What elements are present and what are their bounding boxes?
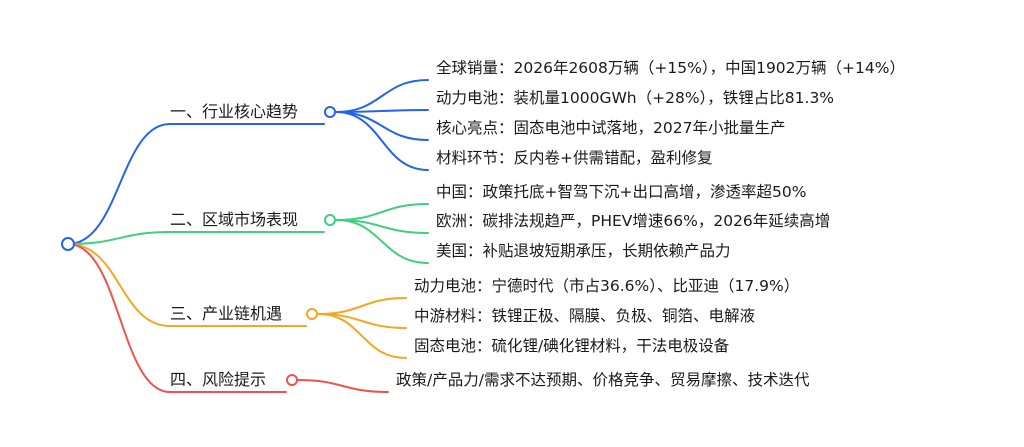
branch-to-leaf-connector — [335, 79, 429, 113]
leaf-usa: 美国：补贴退坡短期承压，长期依赖产品力 — [436, 242, 731, 260]
leaf-midstream-materials: 中游材料：铁锂正极、隔膜、负极、铜箔、电解液 — [414, 307, 756, 325]
leaf-core-highlights: 核心亮点：固态电池中试落地，2027年小批量生产 — [436, 119, 786, 137]
branch-label-regional-markets: 二、区域市场表现 — [170, 210, 299, 229]
branch-node-icon — [324, 106, 336, 118]
branch-to-leaf-connector — [297, 379, 389, 393]
branch-label-industry-chain: 三、产业链机遇 — [170, 304, 283, 323]
leaf-materials: 材料环节：反内卷+供需错配，盈利修复 — [436, 149, 713, 167]
branch-to-leaf-connector — [335, 203, 429, 221]
leaf-global-sales: 全球销量：2026年2608万辆（+15%），中国1902万辆（+14%） — [436, 59, 905, 77]
branch-node-icon — [324, 214, 336, 226]
branch-to-leaf-connector — [317, 313, 407, 359]
branch-label-risk-warnings: 四、风险提示 — [170, 370, 267, 389]
leaf-power-battery: 动力电池：装机量1000GWh（+28%），铁锂占比81.3% — [436, 89, 835, 107]
leaf-power-battery-leaders: 动力电池：宁德时代（市占36.6%）、比亚迪（17.9%） — [414, 277, 800, 295]
branch-node-icon — [286, 374, 298, 386]
leaf-china: 中国：政策托底+智驾下沉+出口高增，渗透率超50% — [436, 183, 807, 201]
leaf-risks: 政策/产品力/需求不达预期、价格竞争、贸易摩擦、技术迭代 — [396, 371, 810, 389]
root-to-branch-connector — [67, 243, 171, 327]
branch-node-icon — [306, 308, 318, 320]
branch-label-industry-trends: 一、行业核心趋势 — [170, 102, 299, 121]
branch-to-leaf-connector — [335, 111, 429, 171]
root-to-branch-connector — [67, 231, 171, 245]
leaf-solid-state-battery: 固态电池：硫化锂/碘化锂材料，干法电极设备 — [414, 337, 730, 355]
branch-to-leaf-connector — [335, 111, 429, 141]
leaf-europe: 欧洲：碳排法规趋严，PHEV增速66%，2026年延续高增 — [436, 212, 831, 230]
root-to-branch-connector — [67, 123, 171, 245]
root-to-branch-connector — [67, 243, 171, 393]
root-node-icon — [61, 237, 75, 251]
branch-to-leaf-connector — [335, 219, 429, 264]
branch-to-leaf-connector — [317, 297, 407, 315]
